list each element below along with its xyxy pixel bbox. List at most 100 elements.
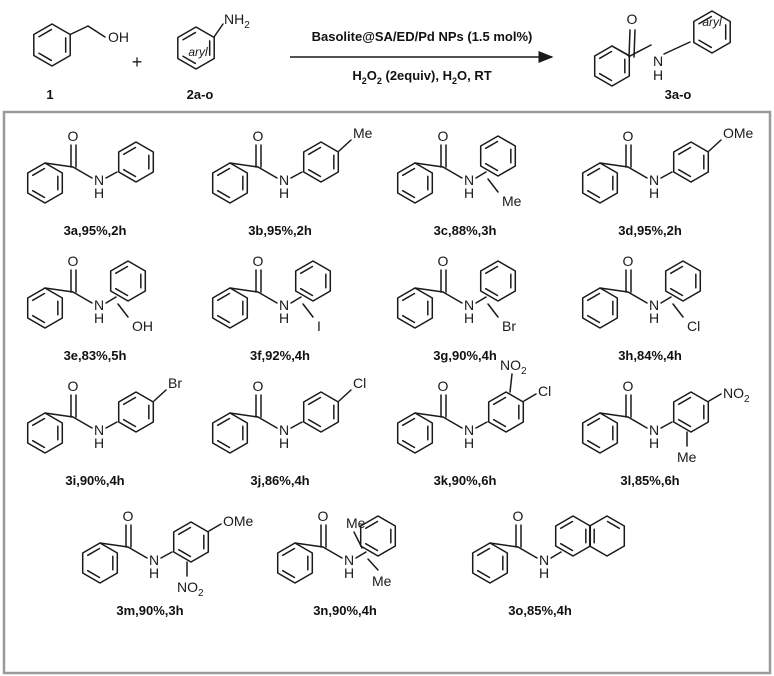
amide-n: N [279, 297, 289, 313]
scope-frame [2, 110, 772, 675]
carbonyl-o: O [68, 128, 79, 144]
ortho-substituent-br: Br [502, 318, 516, 334]
amide-h: H [279, 310, 289, 326]
carbonyl-o: O [253, 378, 264, 394]
compound-label-3m: 3m,90%,3h [116, 603, 183, 618]
ortho-substituent-no2: NO2 [177, 579, 204, 599]
compound-label-3c: 3c,88%,3h [434, 223, 497, 238]
product-o: O [627, 11, 638, 27]
amide-n: N [94, 422, 104, 438]
conditions-reagents: H2O2 (2equiv), H2O, RT [352, 68, 491, 86]
compound-label-3f: 3f,92%,4h [250, 348, 310, 363]
compound-label-3g: 3g,90%,4h [433, 348, 497, 363]
amide-n: N [279, 422, 289, 438]
amide-n: N [649, 422, 659, 438]
amide-h: H [464, 310, 474, 326]
plus-sign: + [132, 52, 143, 72]
reactant-benzyl-alcohol: OH 1 [33, 23, 129, 102]
amide-n: N [464, 297, 474, 313]
ortho-substituent-me-1: Me [346, 515, 366, 531]
compound-label-3o: 3o,85%,4h [508, 603, 572, 618]
product-general: aryl 3a-o ONH [593, 10, 731, 102]
para-substituent-cl: Cl [353, 375, 366, 391]
carbonyl-o: O [623, 378, 634, 394]
carbonyl-o: O [253, 253, 264, 269]
amide-h: H [94, 310, 104, 326]
compound-label-3k: 3k,90%,6h [434, 473, 497, 488]
amide-n: N [344, 552, 354, 568]
ortho-substituent-me-2: Me [372, 573, 392, 589]
ortho-substituent-i: I [317, 318, 321, 334]
compound-label-3n: 3n,90%,4h [313, 603, 377, 618]
amide-n: N [94, 297, 104, 313]
carbonyl-o: O [438, 378, 449, 394]
carbonyl-o: O [123, 508, 134, 524]
carbonyl-o: O [253, 128, 264, 144]
amide-h: H [94, 185, 104, 201]
compound-label-3b: 3b,95%,2h [248, 223, 312, 238]
amide-h: H [649, 185, 659, 201]
meta-substituent-no2: NO2 [500, 357, 527, 377]
amide-h: H [279, 185, 289, 201]
product-3b: O NH Me 3b,95%,2h [211, 125, 373, 238]
carbonyl-o: O [438, 253, 449, 269]
reactant1-label: 1 [46, 87, 53, 102]
carbonyl-o: O [318, 508, 329, 524]
product-3a: O NH 3a,95%,2h [26, 128, 155, 238]
amide-h: H [464, 435, 474, 451]
reactant2-label: 2a-o [187, 87, 214, 102]
amide-h: H [344, 565, 354, 581]
carbonyl-o: O [513, 508, 524, 524]
compound-label-3d: 3d,95%,2h [618, 223, 682, 238]
amide-n: N [464, 172, 474, 188]
conditions-catalyst: Basolite@SA/ED/Pd NPs (1.5 mol%) [312, 29, 533, 44]
amide-h: H [149, 565, 159, 581]
carbonyl-o: O [68, 253, 79, 269]
amide-n: N [649, 172, 659, 188]
carbonyl-o: O [68, 378, 79, 394]
compound-label-3e: 3e,83%,5h [64, 348, 127, 363]
para-substituent-br: Br [168, 375, 182, 391]
para-substituent-me: Me [353, 125, 373, 141]
product-h: H [653, 67, 663, 83]
product-3g: O NH Br 3g,90%,4h [396, 253, 516, 363]
reactant-aryl-amine: aryl NH2 2a-o [177, 11, 250, 102]
amide-h: H [464, 185, 474, 201]
product-3d: O NH OMe 3d,95%,2h [581, 125, 754, 238]
amide-n: N [279, 172, 289, 188]
product-label: 3a-o [665, 87, 692, 102]
compound-label-3h: 3h,84%,4h [618, 348, 682, 363]
product-3o: O NH 3o,85%,4h [471, 508, 626, 618]
ortho-substituent-cl: Cl [687, 318, 700, 334]
carbonyl-o: O [623, 128, 634, 144]
product-3k: O NH Cl NO2 3k,90%,6h [396, 357, 551, 488]
para-substituent-no2: NO2 [723, 385, 750, 405]
product-n: N [653, 53, 663, 69]
ortho-substituent-me: Me [677, 449, 697, 465]
product-3h: O NH Cl 3h,84%,4h [581, 253, 702, 363]
carbonyl-o: O [623, 253, 634, 269]
reactant2-nh2: NH2 [224, 11, 250, 31]
amide-n: N [94, 172, 104, 188]
carbonyl-o: O [438, 128, 449, 144]
reactant1-oh: OH [108, 29, 129, 45]
para-substituent-ome: OMe [723, 125, 754, 141]
amide-n: N [464, 422, 474, 438]
amide-h: H [649, 310, 659, 326]
compound-label-3a: 3a,95%,2h [64, 223, 127, 238]
para-substituent-cl: Cl [538, 383, 551, 399]
amide-n: N [649, 297, 659, 313]
compound-label-3l: 3l,85%,6h [620, 473, 679, 488]
amide-h: H [539, 565, 549, 581]
amide-n: N [539, 552, 549, 568]
amide-h: H [649, 435, 659, 451]
compound-label-3j: 3j,86%,4h [250, 473, 309, 488]
